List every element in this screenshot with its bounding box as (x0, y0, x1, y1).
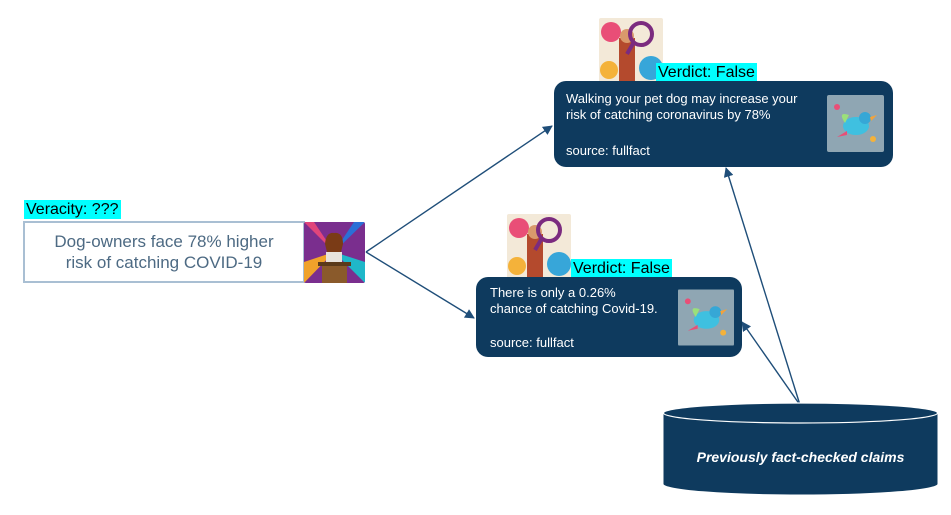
matched-claim-card-1: Walking your pet dog may increase your r… (554, 81, 893, 167)
database-label: Previously fact-checked claims (696, 449, 905, 465)
matched-claim-2-line-1: There is only a 0.26% (490, 285, 616, 300)
matched-claim-2-line-2: chance of catching Covid-19. (490, 301, 658, 316)
matched-claim-1-line-2: risk of catching coronavirus by 78% (566, 107, 771, 122)
fact-check-database: Previously fact-checked claims (662, 402, 939, 496)
verdict-label-2: Verdict: False (571, 259, 672, 278)
matched-claim-1-line-1: Walking your pet dog may increase your (566, 91, 798, 106)
input-claim-line-1: Dog-owners face 78% higher (54, 232, 274, 251)
bird-icon (827, 95, 884, 152)
bird-icon (678, 289, 734, 346)
veracity-label: Veracity: ??? (24, 200, 121, 219)
database-cylinder-icon (662, 402, 939, 496)
fact-checker-image-1 (599, 18, 663, 82)
arrow-to-bottom-match (365, 251, 475, 319)
matched-claim-card-2: There is only a 0.26% chance of catching… (476, 277, 742, 357)
arrow-db-to-bottom-match (741, 321, 801, 406)
input-claim-box: Dog-owners face 78% higher risk of catch… (23, 221, 305, 283)
arrow-db-to-top-match (723, 167, 801, 406)
input-claim-line-2: risk of catching COVID-19 (65, 253, 263, 272)
fact-checker-image-2 (507, 214, 571, 278)
matched-claim-2-source: source: fullfact (490, 335, 574, 350)
speaker-image (304, 222, 365, 283)
verdict-label-1: Verdict: False (656, 63, 757, 82)
matched-claim-1-source: source: fullfact (566, 143, 650, 158)
arrow-to-top-match (365, 125, 553, 253)
